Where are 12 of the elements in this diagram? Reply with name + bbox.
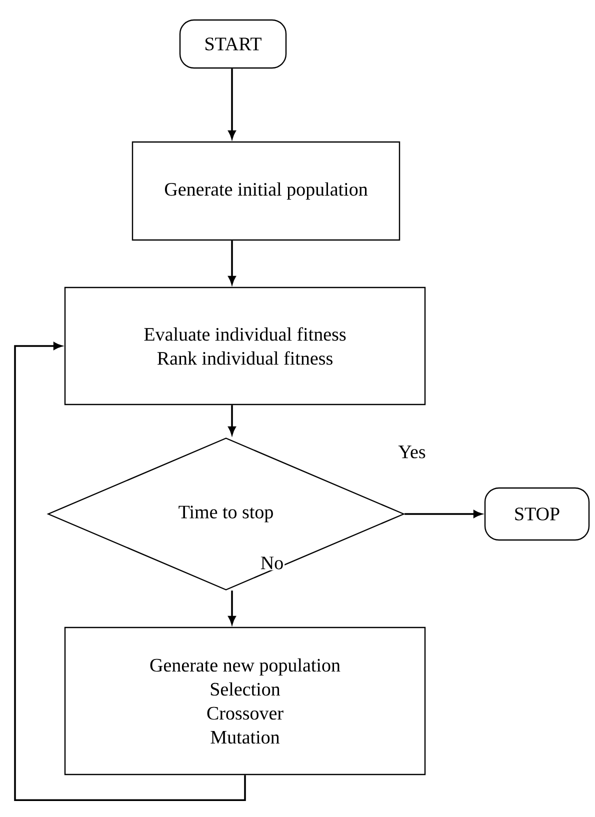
edge-label: No (259, 556, 285, 570)
terminal-box: START (179, 19, 287, 69)
process-box: Generate new population Selection Crossover Mutation (64, 626, 426, 776)
arrow (228, 590, 236, 624)
arrow (228, 405, 236, 435)
arrow (228, 68, 236, 139)
process-box: Evaluate individual fitness Rank individual fitness (64, 286, 426, 406)
arrow (228, 240, 236, 284)
process-box: Generate initial population (132, 141, 400, 241)
terminal-box: STOP (484, 487, 590, 541)
arrow (404, 510, 482, 518)
arrow (14, 342, 246, 801)
